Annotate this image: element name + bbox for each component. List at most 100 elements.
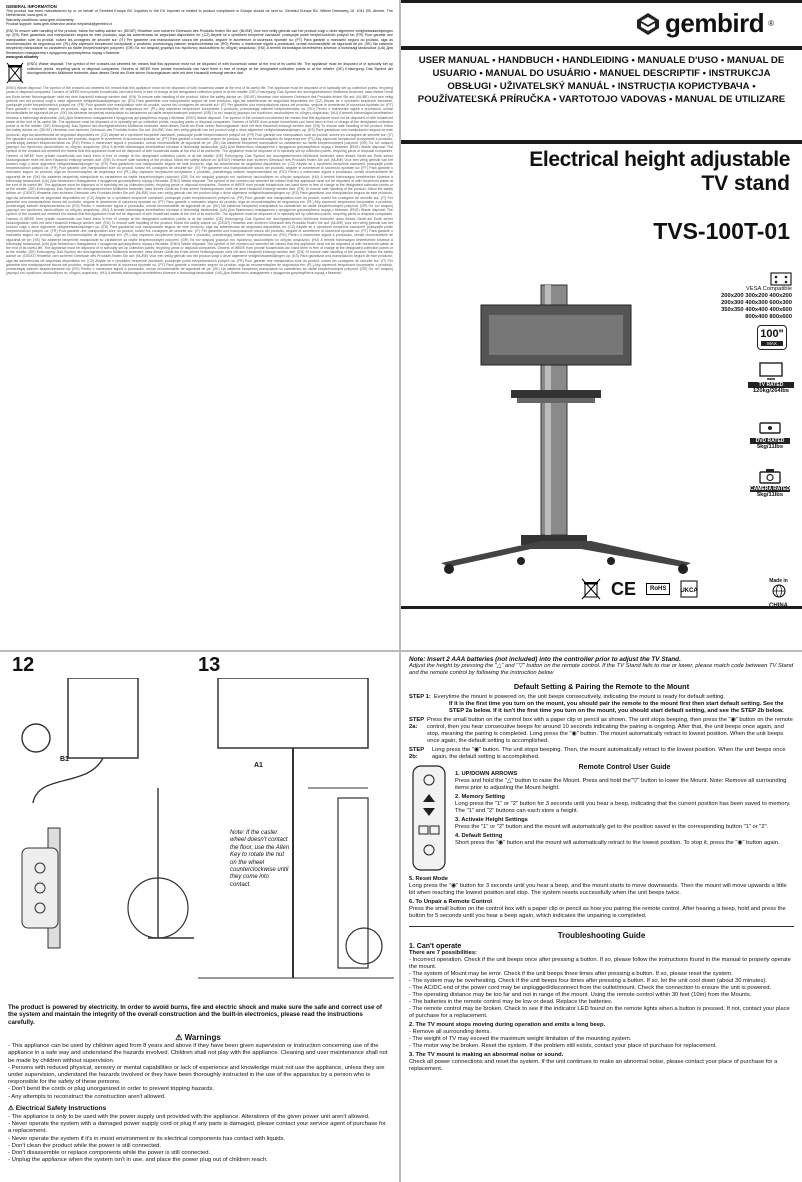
label-a1: A1 [254, 762, 263, 769]
electrical-item-2: - Never operate the system with a damage… [8, 1121, 386, 1135]
max-size-value: 100" [760, 328, 784, 340]
vesa-size-2: 200x300 400x300 600x300 [721, 300, 792, 306]
dvd-icon [759, 422, 781, 434]
dvd-rated-badge: DVD RATED 5kg/11lbs [750, 420, 790, 450]
general-info-title: GENERAL INFORMATION [6, 4, 57, 9]
camera-weight: 5kg/11lbs [756, 492, 784, 498]
max-size-badge: 100" MAX [756, 325, 788, 350]
warning-triangle-icon: ⚠ [175, 1033, 183, 1042]
weee-bin-icon [6, 62, 24, 84]
unpair-title: 6. To Unpair a Remote Control [409, 899, 492, 905]
default-setting-text: Short press the "◉" button and the mount… [455, 840, 780, 846]
ts-s1-item-5: - The operating distance may be too far … [409, 992, 752, 998]
default-setting-subtitle: 4. Default Setting [455, 833, 503, 839]
product-model: TVS-100T-01 [653, 218, 790, 244]
ts-section-2-title: 2. The TV mount stops moving during oper… [409, 1022, 606, 1028]
svg-text:UKCA: UKCA [681, 588, 699, 594]
product-title-line-2: TV stand [701, 172, 790, 195]
step2a-label: STEP 2a: [409, 717, 425, 730]
dvd-weight: 5kg/11lbs [756, 444, 784, 450]
step2b-text: Long press the "◉" button. The unit stop… [431, 747, 786, 760]
vesa-label: VESA Compatible [745, 286, 792, 292]
remote-intro: Adjust the height by pressing the "△" an… [409, 663, 794, 676]
safety-url[interactable]: www.gmb.nl/safety [6, 54, 39, 59]
electrical-item-6: - Unplug the appliance when the system i… [8, 1157, 268, 1164]
ts-section-3-title: 3. The TV mount is making an abnormal no… [409, 1052, 564, 1058]
brand-name: gembird [665, 8, 765, 38]
gembird-gem-icon [637, 12, 660, 35]
step1-note: If it is the first time you turn on the … [449, 701, 784, 714]
activate-title: 3. Activate Height Settings [455, 817, 528, 823]
camera-rated-label: CAMERA RATED [750, 486, 790, 492]
safety-lead: (EN) To ensure safe handling of the prod… [6, 29, 393, 55]
vesa-icon [770, 272, 792, 286]
weee-bin-icon [581, 578, 601, 600]
updown-text: Press and hold the "△" button to raise t… [455, 778, 787, 791]
tv-rated-badge: TV RATED 120kg/264lbs [748, 362, 794, 394]
warning-item-2: - Persons with reduced physical, sensory… [8, 1064, 385, 1086]
general-info-line-3: Product support: www.gmb.nl/service and/… [6, 21, 113, 26]
memory-title: 2. Memory Setting [455, 794, 505, 800]
vesa-size-1: 200x200 300x200 400x200 [721, 293, 792, 299]
electrical-item-1: - The appliance is only to be used with … [8, 1114, 370, 1121]
step-12-illustration [21, 678, 194, 949]
activate-text: Press the "1" or "2" button and the moun… [455, 824, 769, 830]
multilingual-disposal-text: (ENG) Waste disposal: The symbol of the … [6, 86, 393, 276]
tv-rated-label: TV RATED [748, 382, 794, 388]
vertical-divider [399, 0, 401, 1182]
warning-item-1: - This appliance can be used by children… [8, 1043, 388, 1064]
electrical-item-4: - Don't clean the product while the powe… [8, 1142, 162, 1149]
step-13-illustration [198, 678, 394, 979]
assembly-steps-panel: 12 13 B1 A1 Note: If the caster wheel do… [0, 652, 399, 1182]
ts-s1-item-4: - The AC/DC end of the power cord may be… [409, 985, 772, 991]
electric-warning-icon: ⚠ [8, 1104, 14, 1112]
horizontal-divider [0, 650, 802, 652]
vesa-size-4: 800x400 800x600 [745, 314, 792, 320]
reset-title: 5. Reset Mode [409, 876, 448, 882]
warnings-section: ⚠ Warnings - This appliance can be used … [8, 1034, 388, 1164]
ts-s1-item-6: - The batteries in the remote control ma… [409, 999, 613, 1005]
ts-s1-item-7: - The remote control may be broken. Chec… [409, 1006, 790, 1019]
dvd-rated-label: DVD RATED [750, 438, 790, 444]
tv-stand-illustration [441, 284, 691, 574]
general-info-line-2: Warranty conditions: www.gmb.nl/warranty [6, 17, 74, 22]
brand-registered-mark: ® [768, 19, 774, 28]
remote-guide-title: Remote Control User Guide [578, 764, 671, 771]
electrical-safety-title: Electrical Safety Instructions [15, 1104, 107, 1112]
reset-text: Long press the "◉" button for 3 seconds … [409, 883, 787, 896]
ts-s1-item-2: - The system of Mount may be error. Chec… [409, 971, 733, 977]
rohs-mark: RoHS [646, 583, 671, 595]
camera-rated-badge: CAMERA RATED 5kg/11lbs [750, 468, 790, 498]
general-info-line-1: This product has been manufactured by or… [6, 9, 393, 18]
max-size-label: MAX [761, 341, 783, 346]
default-setting-title: Default Setting & Pairing the Remote to … [513, 682, 690, 691]
memory-text: Long press the "1" or "2" button for 3 s… [455, 801, 791, 814]
ts-s2-item-1: - Remove all surrounding items. [409, 1029, 491, 1035]
made-in-china: Made in CHINA [769, 578, 788, 609]
warnings-title: Warnings [184, 1033, 221, 1042]
weee-text: (ENG) Waste disposal: The symbol of the … [27, 62, 393, 75]
ts-s1-item-1: - Incorrect operation. Check if the unit… [409, 957, 791, 970]
ts-section-1-sub: There are 7 possibilities: [409, 950, 477, 956]
vesa-size-3: 350x350 400x400 400x600 [721, 307, 792, 313]
battery-note: Note: Insert 2 AAA batteries (not includ… [409, 656, 681, 663]
globe-icon [772, 584, 785, 598]
troubleshooting-title: Troubleshooting Guide [557, 931, 646, 940]
label-b1: B1 [60, 756, 69, 763]
cover-panel: gembird® USER MANUAL • HANDBUCH • HANDLE… [401, 0, 802, 650]
unpair-text: Press the small button on the control bo… [409, 906, 786, 919]
caster-wheel-note: Note: If the caster wheel doesn't contac… [230, 830, 290, 890]
manual-languages: USER MANUAL • HANDBUCH • HANDLEIDING • M… [417, 55, 786, 105]
ts-s1-item-3: - The system may be overheating. Check i… [409, 978, 767, 984]
vesa-spec: VESA Compatible 200x200 300x200 400x200 … [702, 272, 792, 321]
electrical-item-3: - Never operate the system if it's in mo… [8, 1135, 286, 1142]
step2a-text: Press the small button on the control bo… [427, 717, 793, 744]
ts-s2-item-3: - The motor way be broken. Reset the sys… [409, 1043, 717, 1049]
camera-icon [759, 469, 781, 484]
warning-item-4: - Any attempts to reconstruct the constr… [8, 1093, 166, 1100]
electricity-warning: The product is powered by electricity. I… [8, 1004, 382, 1026]
step-12-number: 12 [12, 654, 35, 676]
step1-text: Everytime the mount is powered on, the u… [433, 694, 725, 700]
remote-control-icon [412, 765, 446, 871]
tv-weight: 120kg/264lbs [752, 388, 790, 394]
